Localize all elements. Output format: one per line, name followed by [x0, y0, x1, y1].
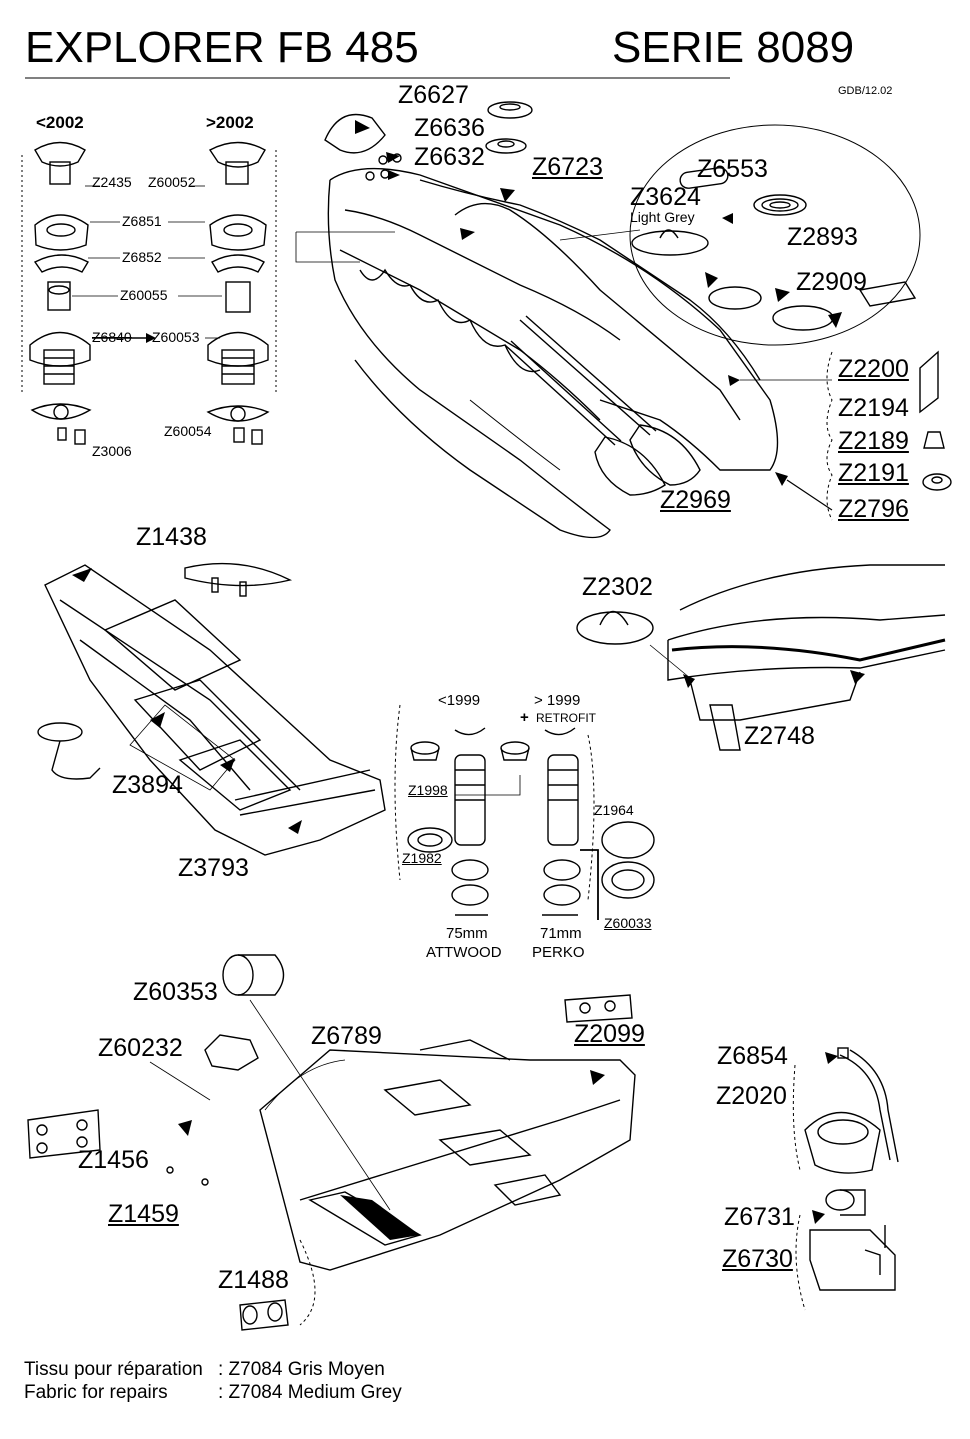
repair-fabric-en-value: : Z7084 Medium Grey — [218, 1382, 402, 1403]
column-label-after-2002: >2002 — [206, 113, 254, 132]
part-label-z2020: Z2020 — [716, 1082, 787, 1110]
drain-brand-perko: PERKO — [532, 944, 585, 961]
part-label-z6730: Z6730 — [722, 1245, 793, 1273]
part-label-z3793: Z3793 — [178, 854, 249, 882]
boat-hull-drawing — [295, 167, 779, 539]
part-label-z1488: Z1488 — [218, 1266, 289, 1294]
drain-size-75mm: 75mm — [446, 925, 488, 942]
part-label-z1982: Z1982 — [402, 850, 442, 866]
part-label-z6854: Z6854 — [717, 1042, 788, 1070]
part-label-z2969: Z2969 — [660, 486, 731, 514]
drain-retrofit-plus-icon: + — [520, 709, 529, 726]
part-label-z60053: Z60053 — [152, 329, 200, 345]
page-title: EXPLORER FB 485 — [25, 23, 419, 72]
part-label-z2099: Z2099 — [574, 1020, 645, 1048]
part-label-z2893: Z2893 — [787, 223, 858, 251]
floor-frame-drawing — [37, 562, 386, 856]
part-label-z6723: Z6723 — [532, 153, 603, 181]
repair-fabric-fr-label: Tissu pour réparation — [24, 1359, 203, 1380]
part-label-z6731: Z6731 — [724, 1203, 795, 1231]
part-label-z60033: Z60033 — [604, 915, 652, 931]
valve-stack-post-2002 — [206, 141, 277, 445]
part-label-z6627: Z6627 — [398, 81, 469, 109]
part-label-z2435: Z2435 — [92, 174, 132, 190]
column-label-before-2002: <2002 — [36, 113, 84, 132]
part-label-z60353: Z60353 — [133, 978, 218, 1006]
part-label-z2194: Z2194 — [838, 394, 909, 422]
valve-exploded-view — [21, 141, 277, 445]
part-label-z2191: Z2191 — [838, 459, 909, 487]
part-label-z6553: Z6553 — [697, 155, 768, 183]
part-label-z1459: Z1459 — [108, 1200, 179, 1228]
part-label-z2909: Z2909 — [796, 268, 867, 296]
drain-brand-attwood: ATTWOOD — [426, 944, 502, 961]
detail-ellipse — [559, 124, 921, 346]
part-label-z6789: Z6789 — [311, 1022, 382, 1050]
part-label-z1998: Z1998 — [408, 782, 448, 798]
part-label-z6851: Z6851 — [122, 213, 162, 229]
part-label-z60055: Z60055 — [120, 287, 168, 303]
repair-fabric-en-label: Fabric for repairs — [24, 1382, 168, 1403]
transom-drawing — [576, 564, 946, 751]
top-accessories — [324, 101, 533, 240]
part-label-z2189: Z2189 — [838, 427, 909, 455]
part-label-z60052: Z60052 — [148, 174, 196, 190]
part-label-z6636: Z6636 — [414, 114, 485, 142]
part-label-z2302: Z2302 — [582, 573, 653, 601]
drain-label-before-1999: <1999 — [438, 692, 481, 709]
valve-stack-pre-2002 — [21, 141, 92, 445]
drain-label-after-1999: > 1999 — [534, 692, 581, 709]
part-label-z2748: Z2748 — [744, 722, 815, 750]
right-parts-bracket — [728, 350, 952, 521]
bottom-floor-drawing — [27, 954, 636, 1331]
series-title: SERIE 8089 — [612, 23, 855, 72]
part-label-z6840: Z6840 — [92, 329, 132, 345]
part-label-z60054: Z60054 — [164, 423, 212, 439]
part-label-z1438: Z1438 — [136, 523, 207, 551]
part-color-light-grey: Light Grey — [630, 209, 695, 225]
part-label-z6852: Z6852 — [122, 249, 162, 265]
part-label-z3624: Z3624 — [630, 183, 701, 211]
part-label-z1456: Z1456 — [78, 1146, 149, 1174]
part-label-z1964: Z1964 — [594, 802, 634, 818]
part-label-z2796: Z2796 — [838, 495, 909, 523]
drain-plug-drawing — [394, 704, 655, 920]
part-label-z6632: Z6632 — [414, 143, 485, 171]
drain-size-71mm: 71mm — [540, 925, 582, 942]
part-label-z2200: Z2200 — [838, 355, 909, 383]
drain-label-retrofit: RETROFIT — [536, 711, 596, 725]
part-label-z3006: Z3006 — [92, 443, 132, 459]
repair-fabric-fr-value: : Z7084 Gris Moyen — [218, 1359, 385, 1380]
pump-drawing — [792, 1047, 899, 1311]
part-label-z3894: Z3894 — [112, 771, 183, 799]
revision-code: GDB/12.02 — [838, 85, 893, 97]
part-label-z60232: Z60232 — [98, 1034, 183, 1062]
